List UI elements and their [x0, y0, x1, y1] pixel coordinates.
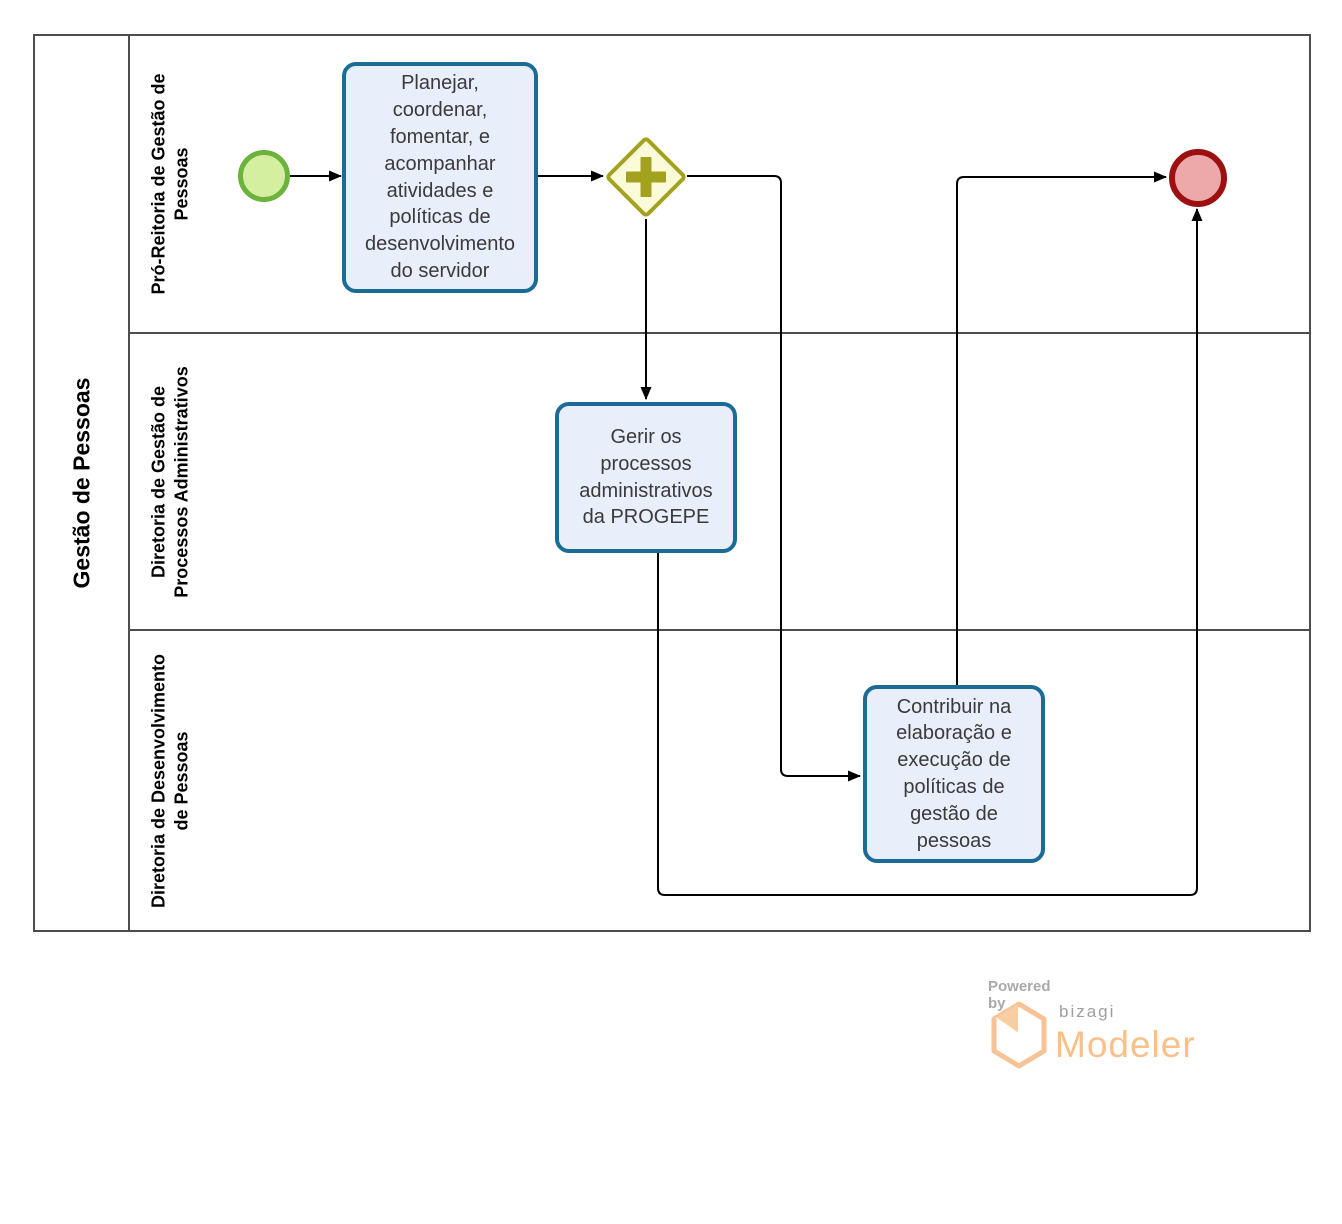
lane-pro-reitoria: Pró-Reitoria de Gestão de Pessoas — [130, 36, 1309, 332]
lane-label-line: Pessoas — [172, 147, 192, 221]
task-gerir-label: Gerir os processos administrativos da PR… — [579, 425, 713, 529]
task-planejar-label: Planejar, coordenar, fomentar, e acompan… — [364, 72, 516, 282]
plus-icon — [640, 157, 652, 197]
lane-label-line: Diretoria de Gestão de — [148, 385, 169, 578]
lane-label-line: Pró-Reitoria de Gestão de — [148, 73, 169, 295]
modeler-product-label: Modeler — [1055, 1024, 1196, 1065]
lane-label-line: de Pessoas — [172, 730, 192, 831]
lane-label-line: Processos Administrativos — [172, 365, 192, 598]
lane-diretoria-desenvolvimento: Diretoria de Desenvolvimento de Pessoas — [130, 629, 1309, 930]
end-event — [1169, 149, 1227, 207]
lane-label-pro-reitoria: Pró-Reitoria de Gestão de Pessoas — [148, 73, 195, 294]
bizagi-brand-label: bizagi — [1059, 1002, 1116, 1021]
lane-label-diretoria-desenvolvimento: Diretoria de Desenvolvimento de Pessoas — [148, 653, 195, 907]
parallel-gateway — [604, 135, 688, 219]
start-event — [238, 150, 290, 202]
powered-by-label: Powered by — [988, 978, 1051, 1012]
task-contribuir-label: Contribuir na elaboração e execução de p… — [896, 695, 1012, 852]
task-gerir: Gerir os processos administrativos da PR… — [555, 402, 737, 553]
pool-label: Gestão de Pessoas — [68, 377, 94, 589]
task-contribuir: Contribuir na elaboração e execução de p… — [863, 685, 1045, 863]
lane-label-diretoria-processos: Diretoria de Gestão de Processos Adminis… — [148, 366, 195, 597]
task-planejar: Planejar, coordenar, fomentar, e acompan… — [342, 62, 538, 293]
pool-header: Gestão de Pessoas — [35, 36, 130, 930]
lane-label-line: Diretoria de Desenvolvimento — [148, 653, 169, 908]
bizagi-logo-icon — [991, 1001, 1047, 1069]
